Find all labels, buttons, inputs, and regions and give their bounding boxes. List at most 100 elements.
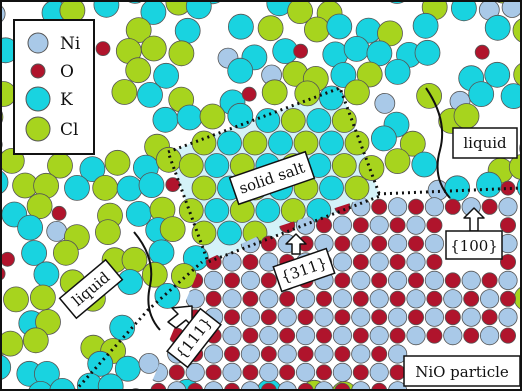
cl-atom [95,220,120,245]
o-atom [335,310,350,325]
o-atom [243,254,258,269]
k-atom [155,283,180,308]
k-atom [385,59,410,84]
o-atom [408,273,423,288]
cl-atom [294,131,318,155]
ni-atom [260,290,278,308]
o-atom [500,328,515,343]
ni-atom [388,308,406,326]
k-atom [138,82,163,107]
k-swatch-icon [26,87,50,111]
ni-atom [296,363,314,381]
k-atom [205,199,229,223]
o-atom [280,365,295,380]
cl-atom [160,217,185,242]
o-atom [353,254,368,269]
k-atom [320,131,344,155]
o-atom [390,365,405,380]
o-atom [298,310,313,325]
cl-atom [169,41,194,66]
ni-atom [407,253,425,271]
cl-atom [454,104,479,129]
ni-atom [296,326,314,344]
cl-atom [112,80,137,105]
k-atom [118,270,143,295]
k-atom [149,240,174,265]
cl-atom [4,287,29,312]
o-atom [408,236,423,251]
o-atom [316,365,331,380]
ni-atom [480,326,498,344]
ni-atom [333,326,351,344]
ni-atom [47,221,67,241]
o-atom [316,328,331,343]
o-atom [298,346,313,361]
o-atom [408,199,423,214]
ni-atom [407,216,425,234]
ni-atom [425,308,443,326]
k-atom [269,131,293,155]
k-atom [228,103,253,128]
ni-atom [223,326,241,344]
k-atom [256,199,280,223]
o-atom [280,328,295,343]
ni-atom [444,290,462,308]
ni-atom [278,308,296,326]
cl-atom [262,80,287,105]
ni-atom [388,271,406,289]
ni-atom [186,290,204,308]
legend-label-cl: Cl [60,120,78,140]
cl-atom [332,109,356,133]
ni-atom [315,308,333,326]
o-atom [500,291,515,306]
ni-atom [425,198,443,216]
ni-atom [315,345,333,363]
o-atom [482,310,497,325]
k-atom [415,40,440,65]
o-atom [206,291,221,306]
facet-100-text: {100} [450,237,498,255]
ni-atom [352,345,370,363]
k-atom [153,107,178,132]
cl-atom [30,285,55,310]
o-atom [280,291,295,306]
k-atom [175,18,200,43]
o-atom [372,236,387,251]
o-swatch-icon [31,64,45,78]
cl-atom [304,17,329,42]
k-atom [477,172,502,197]
ni-atom [278,345,296,363]
k-atom [501,84,522,109]
k-atom [307,109,331,133]
cl-atom [200,104,225,129]
ni-atom [407,290,425,308]
ni-atom [502,0,522,18]
o-atom [501,181,515,195]
ni-atom [204,345,222,363]
o-atom [445,273,460,288]
facet-100-marker: {100} [446,208,502,259]
o-atom [206,365,221,380]
cl-atom [345,176,369,200]
o-atom [427,254,442,269]
o-atom [261,310,276,325]
ni-atom [333,363,351,381]
cl-atom [93,175,118,200]
o-atom [243,328,258,343]
ni-atom [333,216,351,234]
o-atom [372,310,387,325]
ni-atom [241,345,259,363]
cl-swatch-icon [26,117,50,141]
ni-atom [499,198,517,216]
ni-atom [462,308,480,326]
cl-atom [53,240,78,265]
o-atom [482,199,497,214]
ni-atom [375,93,395,113]
ni-atom [333,253,351,271]
cl-atom [179,154,203,178]
k-atom [327,14,352,39]
ni-atom [139,353,159,373]
ni-atom [333,290,351,308]
